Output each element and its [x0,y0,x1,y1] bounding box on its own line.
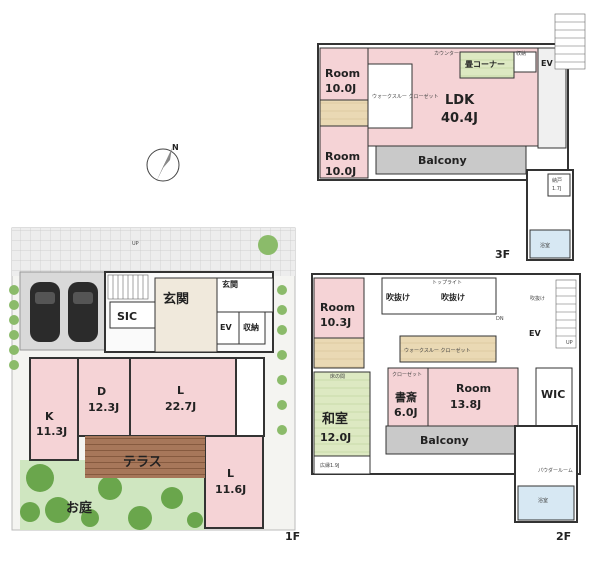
balcony-2f-label: Balcony [420,434,469,447]
floor-2f-label: 2F [556,530,571,543]
ev-label: EV [220,323,232,332]
nando-label: 納戸 [552,177,562,184]
stair-1f [107,274,149,300]
nando-size: 1.7J [552,186,561,192]
garden-trees [20,464,203,530]
powder-room-label: パウダールーム [538,467,573,474]
study-name: 書斎 [395,390,417,404]
room-2f-2-name: Room [456,382,491,395]
bath-3f-label: 浴室 [540,242,550,249]
tokonoma-label: 床の間 [330,373,345,380]
floor-2f: Room 10.3J トップライト 吹抜け 吹抜け 吹抜け DN UP EV ウ… [311,273,581,543]
hedge-shape [9,235,287,435]
room-2f-2-size: 13.8J [450,398,481,411]
washitsu-size: 12.0J [320,431,351,444]
room-a-size: 10.0J [325,82,356,95]
walkin-closet-2f: ウォークスルー クローゼット [404,347,470,354]
dining-size: 12.3J [88,401,119,414]
entrance-small-label: 玄関 [222,279,238,289]
storage-label: 収納 [243,322,259,332]
storage-small-label: 収納 [516,50,526,57]
ldk-size: 40.4J [441,111,478,126]
room-a-name: Room [325,67,360,80]
tatami-corner-label: 畳コーナー [465,59,505,69]
living2-name: L [227,467,234,480]
car-icon [68,282,98,342]
fukinuke-small-label: 吹抜け [530,295,545,302]
room-2f-1-size: 10.3J [320,316,351,329]
floor-1f-label: 1F [285,530,300,543]
walkin-closet-3f: ウォークスルー クローゼット [372,93,438,100]
ev-3f-label: EV [541,59,553,68]
dining-name: D [97,385,106,398]
hiroen-label: 広縁1.9J [320,462,339,469]
fukinuke-a-label: 吹抜け [386,292,410,302]
sic-label: SIC [117,310,137,323]
terrace-label: テラス [123,455,162,470]
north-arrow-icon: N [146,143,180,182]
entrance-label: 玄関 [163,291,189,307]
stair-2f [555,279,577,349]
north-label: N [172,143,179,152]
ldk-name: LDK [445,93,475,108]
washitsu-name: 和室 [322,411,348,427]
wic-label: WIC [541,388,565,401]
fukinuke-b-label: 吹抜け [441,292,465,302]
room-b-name: Room [325,150,360,163]
kitchen-name: K [45,410,54,423]
ev-2f-label: EV [529,329,541,338]
balcony-3f-label: Balcony [418,154,467,167]
living2-size: 11.6J [215,483,246,496]
dn-label: DN [496,316,504,322]
stair-3f [554,13,586,70]
car-icon [30,282,60,342]
kitchen-size: 11.3J [36,425,67,438]
floor-3f: Room 10.0J Room 10.0J ウォークスルー クローゼット カウン… [317,13,586,261]
closet-label: クローゼット [392,371,422,378]
room-2f-1-name: Room [320,301,355,314]
counter-label: カウンター [434,50,459,57]
floor-3f-label: 3F [495,248,510,261]
up-label: UP [132,241,139,247]
up-2f-label: UP [566,340,573,346]
garden-label: お庭 [66,500,93,516]
living-name: L [177,384,184,397]
living-size: 22.7J [165,400,196,413]
floor-1f: UP 玄関 玄関 SIC EV 収納 K 11.3J D 12.3J L 22.… [9,227,300,543]
room-b-size: 10.0J [325,165,356,178]
toplight-label: トップライト [432,280,462,286]
study-size: 6.0J [394,406,418,419]
bath-2f-label: 浴室 [538,497,548,504]
